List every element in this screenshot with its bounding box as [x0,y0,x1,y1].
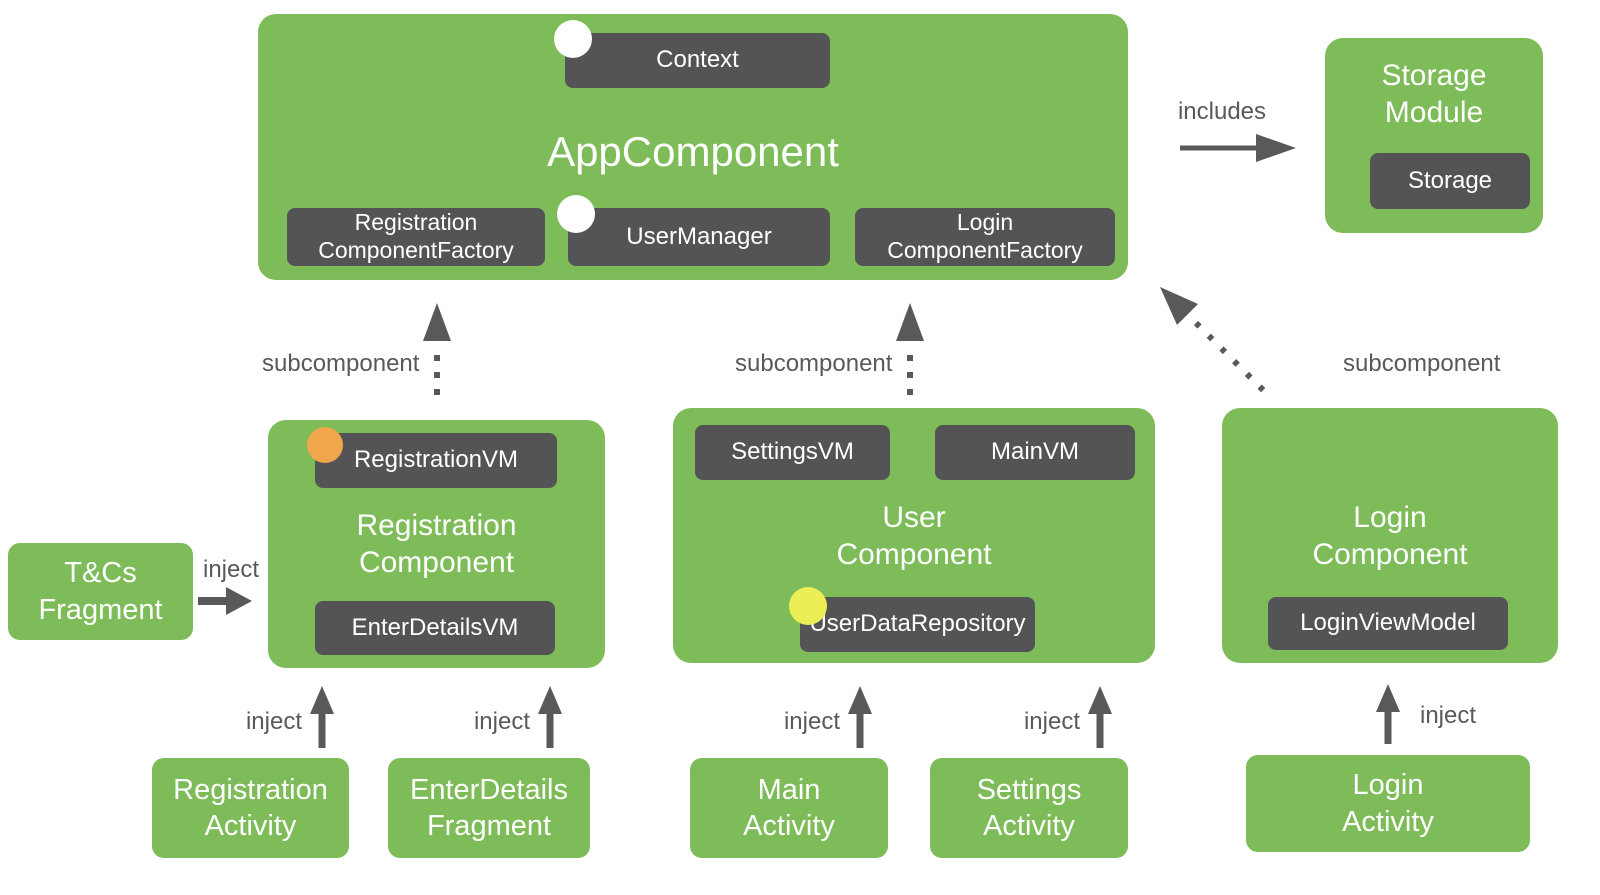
includes-label: includes [1177,98,1267,125]
subcomponent-label-user: subcomponent [735,350,893,377]
subcomponent-arrow-registration [423,303,451,402]
storage-binding-box: Storage [1370,153,1530,209]
context-binding-box: Context [565,33,830,88]
subcomponent-arrow-login [1160,287,1273,400]
inject-label-settings-activity: inject [1023,708,1080,735]
subcomponent-label-login: subcomponent [1343,350,1501,377]
subcomponent-arrow-user [896,303,924,402]
registration-component-factory-box: Registration ComponentFactory [287,208,545,266]
inject-arrow-tcs [198,587,252,615]
user-data-repository-scope-dot [789,587,827,625]
user-manager-binding-box: UserManager [568,208,830,266]
app-component-title: AppComponent [547,128,839,175]
inject-arrow-settings-activity [1088,686,1112,748]
registration-vm-box: RegistrationVM [315,433,557,488]
inject-arrow-login-activity [1376,684,1400,744]
inject-label-login-activity: inject [1420,702,1477,729]
user-manager-scope-dot [557,195,595,233]
storage-module-title: Storage Module [1381,59,1487,129]
tcs-fragment-box: T&Cs Fragment [8,543,193,640]
main-activity-box: Main Activity [690,758,888,858]
inject-label-enter-details-fragment: inject [473,708,530,735]
login-component-factory-box: Login ComponentFactory [855,208,1115,266]
inject-label-registration-activity: inject [245,708,302,735]
registration-vm-scope-dot [307,427,343,463]
includes-arrow [1180,134,1296,162]
user-component-title: User Component [836,501,992,571]
inject-label-main-activity: inject [783,708,840,735]
login-activity-box: Login Activity [1246,755,1530,852]
registration-activity-box: Registration Activity [152,758,349,858]
inject-arrow-main-activity [848,686,872,748]
login-component-title: Login Component [1312,501,1468,571]
inject-arrow-enter-details-fragment [538,686,562,748]
context-scope-dot [554,20,592,58]
inject-label-tcs: inject [202,556,260,583]
login-view-model-box: LoginViewModel [1268,597,1508,650]
settings-vm-box: SettingsVM [695,425,890,480]
enter-details-fragment-box: EnterDetails Fragment [388,758,590,858]
registration-component-title: Registration Component [356,509,517,579]
main-vm-box: MainVM [935,425,1135,480]
user-data-repository-box: UserDataRepository [800,597,1035,652]
inject-arrow-registration-activity [310,686,334,748]
enter-details-vm-box: EnterDetailsVM [315,601,555,655]
subcomponent-label-registration: subcomponent [262,350,420,377]
settings-activity-box: Settings Activity [930,758,1128,858]
